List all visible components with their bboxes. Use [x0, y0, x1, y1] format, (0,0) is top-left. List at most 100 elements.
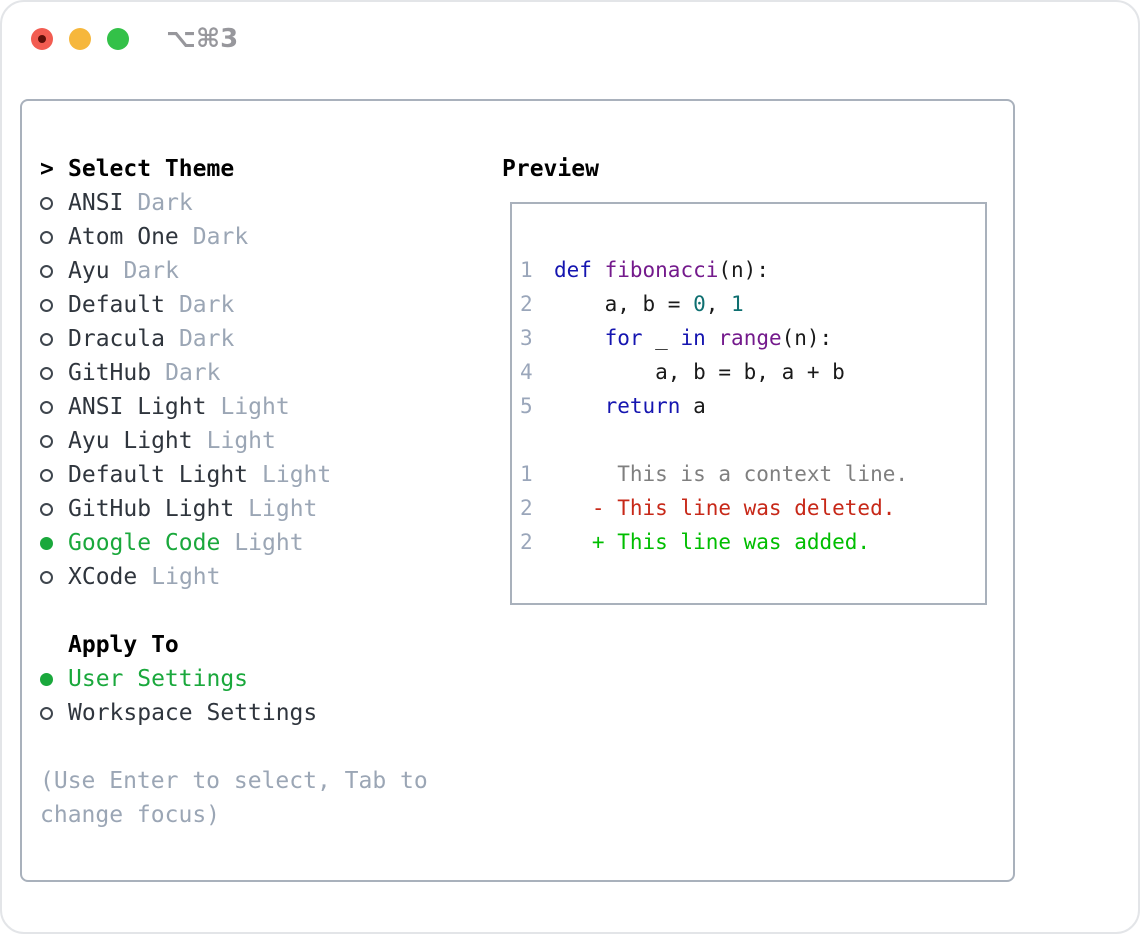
radio-icon[interactable] — [40, 366, 68, 380]
token-pln — [554, 394, 605, 418]
token-num: 0 — [693, 292, 706, 316]
token-pln: a, b = — [554, 292, 694, 316]
radio-icon[interactable] — [40, 332, 68, 346]
theme-option-label: Atom One — [68, 224, 179, 250]
select-theme-title: Select Theme — [68, 156, 235, 182]
radio-icon[interactable] — [40, 502, 68, 516]
spacer — [40, 730, 428, 764]
theme-option-label: Ayu — [68, 258, 110, 284]
radio-circle — [40, 298, 53, 312]
radio-circle — [40, 366, 53, 380]
code-text: This is a context line. — [554, 462, 908, 486]
theme-option-github-light[interactable]: GitHub Light Light — [40, 492, 428, 526]
code-line: 3 for _ in range(n): — [512, 321, 985, 355]
theme-option-google-code[interactable]: Google Code Light — [40, 526, 428, 560]
code-line: 2 - This line was deleted. — [512, 491, 985, 525]
code-line — [512, 423, 985, 457]
token-kwd: def — [554, 258, 592, 282]
code-text: for _ in range(n): — [554, 326, 833, 350]
apply-option-label: Workspace Settings — [68, 700, 318, 726]
radio-circle — [40, 196, 53, 210]
token-kwd: return — [604, 394, 681, 418]
hint-text-line-1: (Use Enter to select, Tab to — [40, 768, 428, 794]
theme-option-ansi[interactable]: ANSI Dark — [40, 186, 428, 220]
radio-circle — [40, 230, 53, 244]
radio-icon[interactable] — [40, 706, 68, 720]
radio-circle — [40, 502, 53, 516]
radio-icon[interactable] — [40, 570, 68, 584]
code-line: 4 a, b = b, a + b — [512, 355, 985, 389]
theme-variant-label: Light — [234, 530, 304, 556]
theme-option-xcode[interactable]: XCode Light — [40, 560, 428, 594]
line-number: 1 — [520, 258, 533, 282]
token-fn: fibonacci — [604, 258, 719, 282]
theme-variant-label: Light — [151, 564, 221, 590]
radio-circle — [40, 570, 53, 584]
radio-circle — [40, 400, 53, 414]
apply-option-workspace-settings[interactable]: Workspace Settings — [40, 696, 428, 730]
token-pln: (n): — [718, 258, 769, 282]
theme-option-label: Google Code — [68, 530, 221, 556]
radio-circle — [40, 434, 53, 448]
theme-variant-label: Light — [262, 462, 332, 488]
code-line: 2 a, b = 0, 1 — [512, 287, 985, 321]
radio-selected-icon[interactable] — [40, 672, 68, 686]
theme-variant-label: Dark — [137, 190, 193, 216]
code-text: return a — [554, 394, 706, 418]
code-text: a, b = 0, 1 — [554, 292, 744, 316]
minimize-button-icon[interactable] — [69, 28, 91, 50]
theme-option-label: ANSI Light — [68, 394, 207, 420]
theme-variant-label: Light — [220, 394, 290, 420]
radio-circle — [40, 706, 53, 720]
apply-to-header: Apply To — [40, 628, 428, 662]
radio-selected-icon[interactable] — [40, 536, 68, 550]
theme-option-label: GitHub Light — [68, 496, 235, 522]
spacer — [40, 594, 428, 628]
theme-option-label: Ayu Light — [68, 428, 193, 454]
theme-option-label: Dracula — [68, 326, 165, 352]
line-number: 5 — [520, 394, 533, 418]
radio-circle — [40, 332, 53, 346]
radio-icon[interactable] — [40, 230, 68, 244]
radio-icon[interactable] — [40, 298, 68, 312]
line-number: 2 — [520, 292, 533, 316]
theme-option-label: ANSI — [68, 190, 124, 216]
radio-icon[interactable] — [40, 468, 68, 482]
token-pln: _ — [642, 326, 681, 350]
token-pln: , — [705, 292, 732, 316]
token-pln: a, b = b, a + b — [554, 360, 845, 384]
token-pln: a — [680, 394, 706, 418]
code-line: 1 This is a context line. — [512, 457, 985, 491]
theme-variant-label: Light — [248, 496, 318, 522]
theme-option-label: XCode — [68, 564, 138, 590]
code-line: 2 + This line was added. — [512, 525, 985, 559]
theme-option-default-light[interactable]: Default Light Light — [40, 458, 428, 492]
radio-icon[interactable] — [40, 264, 68, 278]
line-number: 2 — [520, 530, 533, 554]
apply-to-title: Apply To — [68, 632, 179, 658]
line-number: 3 — [520, 326, 533, 350]
radio-circle — [40, 536, 53, 550]
apply-option-user-settings[interactable]: User Settings — [40, 662, 428, 696]
focus-caret-icon: > — [40, 156, 54, 182]
radio-icon[interactable] — [40, 196, 68, 210]
radio-icon[interactable] — [40, 400, 68, 414]
code-text: - This line was deleted. — [554, 496, 895, 520]
token-kwd: in — [680, 326, 706, 350]
window-title: ⌥⌘3 — [166, 24, 239, 54]
theme-option-label: Default Light — [68, 462, 249, 488]
close-button-icon[interactable] — [31, 28, 53, 50]
theme-option-ansi-light[interactable]: ANSI Light Light — [40, 390, 428, 424]
token-pln: (n): — [781, 326, 833, 350]
zoom-button-icon[interactable] — [107, 28, 129, 50]
radio-icon[interactable] — [40, 434, 68, 448]
line-number: 4 — [520, 360, 533, 384]
